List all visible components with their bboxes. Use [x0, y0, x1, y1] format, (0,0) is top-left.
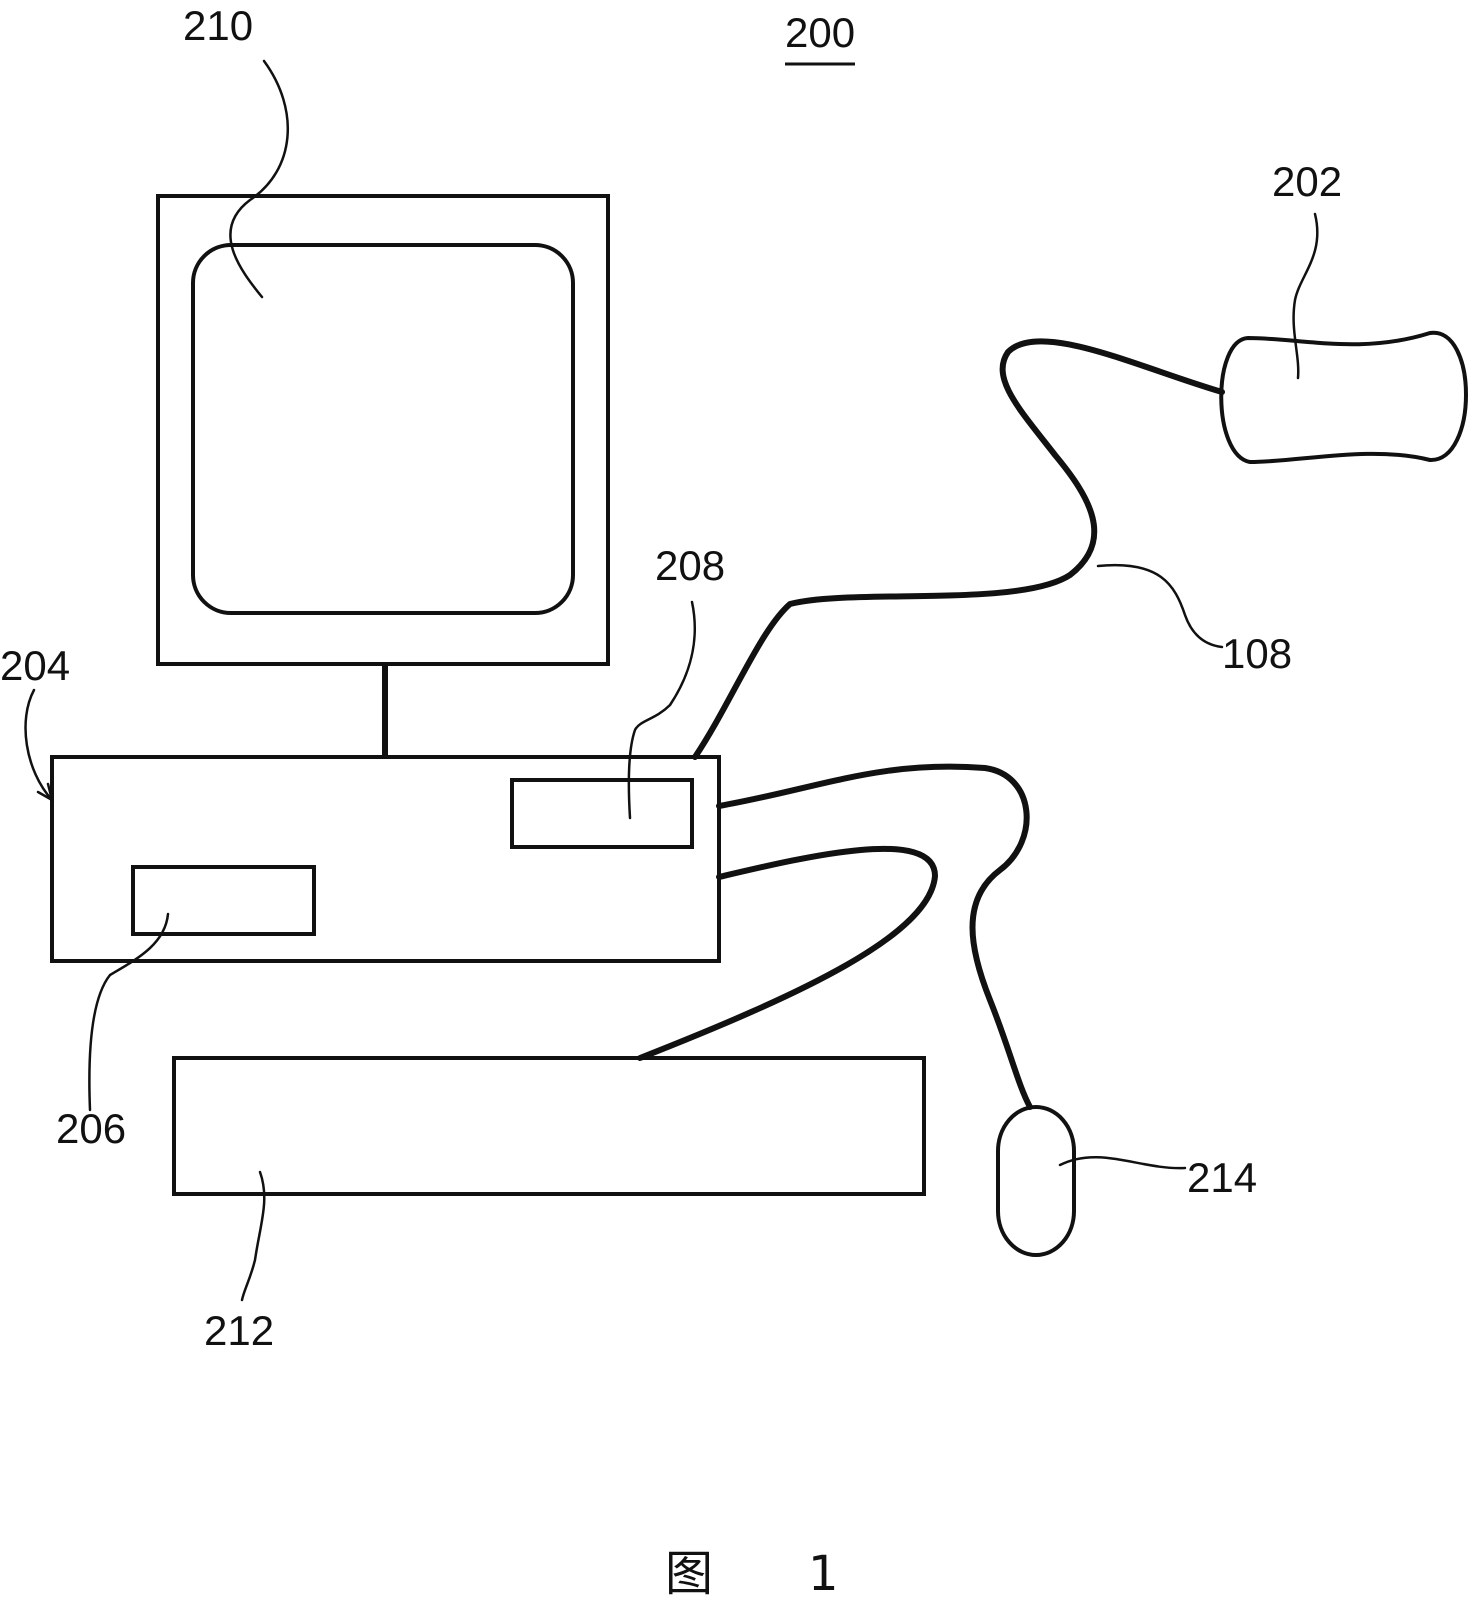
- leader-cable: [1098, 565, 1222, 647]
- label-computer: 204: [0, 642, 70, 689]
- drive-slot-right: [512, 780, 692, 847]
- label-mouse: 214: [1187, 1154, 1257, 1201]
- keyboard: [174, 1058, 924, 1194]
- figure-caption-number: 1: [808, 1546, 839, 1601]
- leader-mouse: [1060, 1157, 1185, 1168]
- label-keyboard: 212: [204, 1307, 274, 1354]
- mouse: [998, 1107, 1074, 1255]
- computer-unit: [52, 757, 719, 961]
- label-drive-a: 208: [655, 542, 725, 589]
- figure-caption-char: 图: [665, 1546, 713, 1601]
- label-display: 210: [183, 2, 253, 49]
- label-cable: 108: [1222, 630, 1292, 677]
- sensor-device: [1221, 333, 1466, 462]
- figure-reference: 200: [785, 9, 855, 56]
- sensor-cable: [695, 341, 1222, 757]
- drive-slot-left: [133, 867, 314, 934]
- label-sensor: 202: [1272, 158, 1342, 205]
- monitor: [158, 196, 608, 757]
- label-drive-b: 206: [56, 1105, 126, 1152]
- display-screen: [193, 245, 573, 613]
- mouse-cable: [719, 767, 1030, 1107]
